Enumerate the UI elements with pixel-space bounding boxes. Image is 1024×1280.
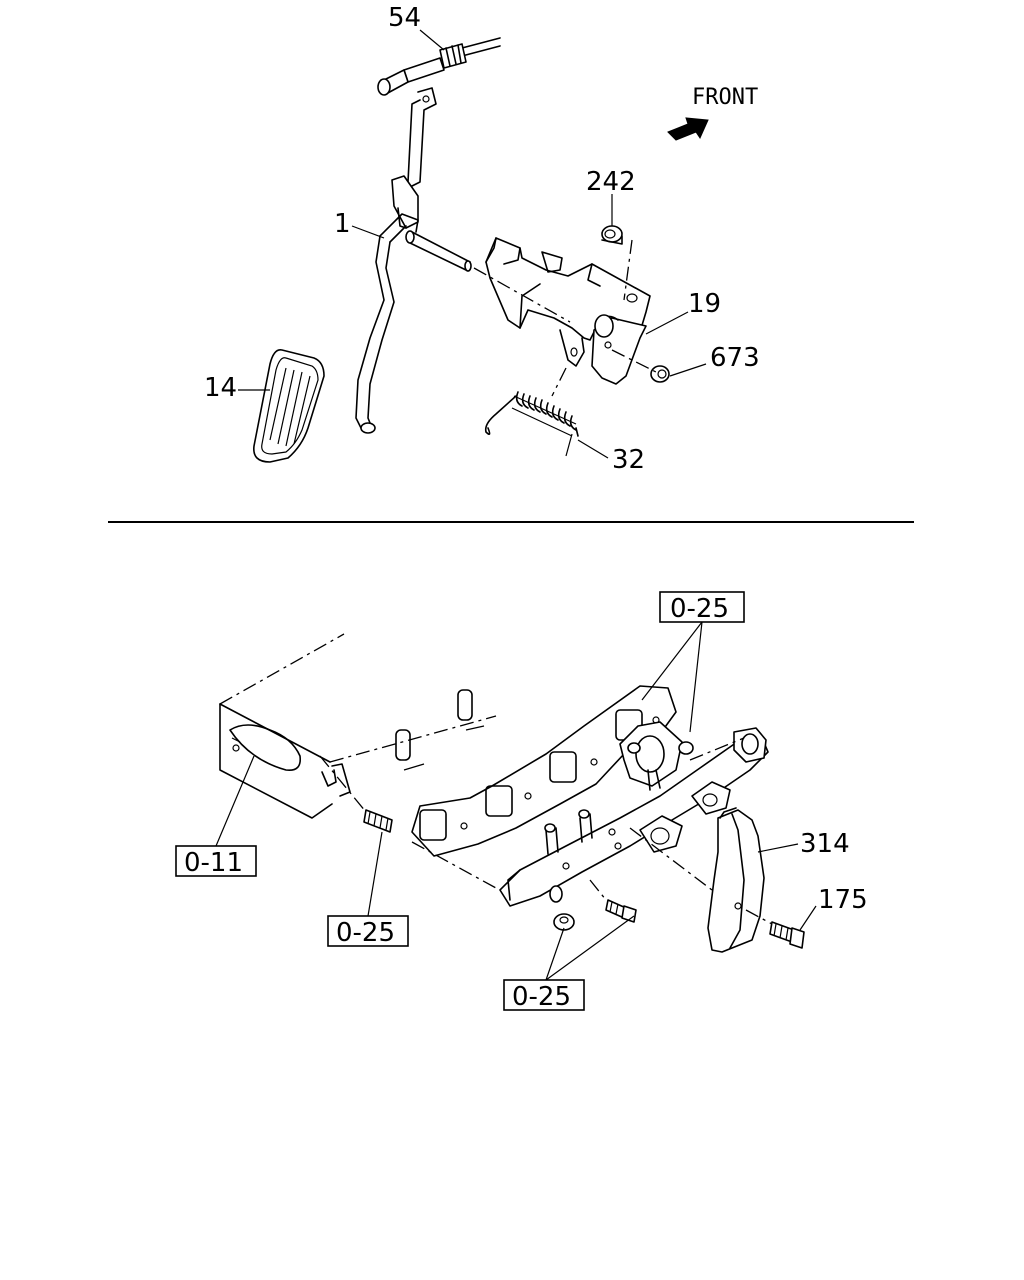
exhaust-manifold <box>499 721 769 907</box>
ref-label-bottom: 0-25 <box>512 982 571 1012</box>
manifold-gasket <box>411 685 677 857</box>
cylinder-head <box>219 633 497 819</box>
callout-54: 54 <box>388 3 421 33</box>
accelerator-pedal-assembly: 54 1 242 19 673 14 32 FRONT <box>204 3 760 475</box>
front-direction-indicator: FRONT <box>667 85 758 141</box>
accelerator-cable <box>377 37 501 96</box>
manifold-nut-and-bolt <box>553 899 637 931</box>
manifold-stud <box>363 809 393 833</box>
front-arrow-icon <box>667 117 709 141</box>
pedal-pad <box>253 348 325 463</box>
ref-label-left: 0-11 <box>184 848 243 878</box>
nut-242 <box>601 225 623 245</box>
ref-box-left: 0-11 <box>175 845 257 878</box>
callout-1: 1 <box>334 209 351 239</box>
callout-14: 14 <box>204 373 237 403</box>
pedal-arm <box>355 87 472 434</box>
ref-box-bottom: 0-25 <box>503 979 585 1012</box>
return-spring <box>484 391 579 437</box>
callout-314: 314 <box>800 829 850 859</box>
heat-shield-bracket <box>707 807 765 953</box>
callout-175: 175 <box>818 885 868 915</box>
callout-32: 32 <box>612 445 645 475</box>
manifold-assembly: 0-25 0-11 0-25 0-25 314 175 <box>175 591 868 1012</box>
washer-673 <box>650 365 670 383</box>
ref-box-stud: 0-25 <box>327 915 409 948</box>
callout-242: 242 <box>586 167 636 197</box>
front-label: FRONT <box>692 85 758 110</box>
callout-673: 673 <box>710 343 760 373</box>
callout-19: 19 <box>688 289 721 319</box>
bolt-175 <box>769 921 805 949</box>
ref-label-top: 0-25 <box>670 594 729 624</box>
pedal-bracket <box>485 237 651 385</box>
ref-label-stud: 0-25 <box>336 918 395 948</box>
ref-box-top: 0-25 <box>659 591 745 624</box>
